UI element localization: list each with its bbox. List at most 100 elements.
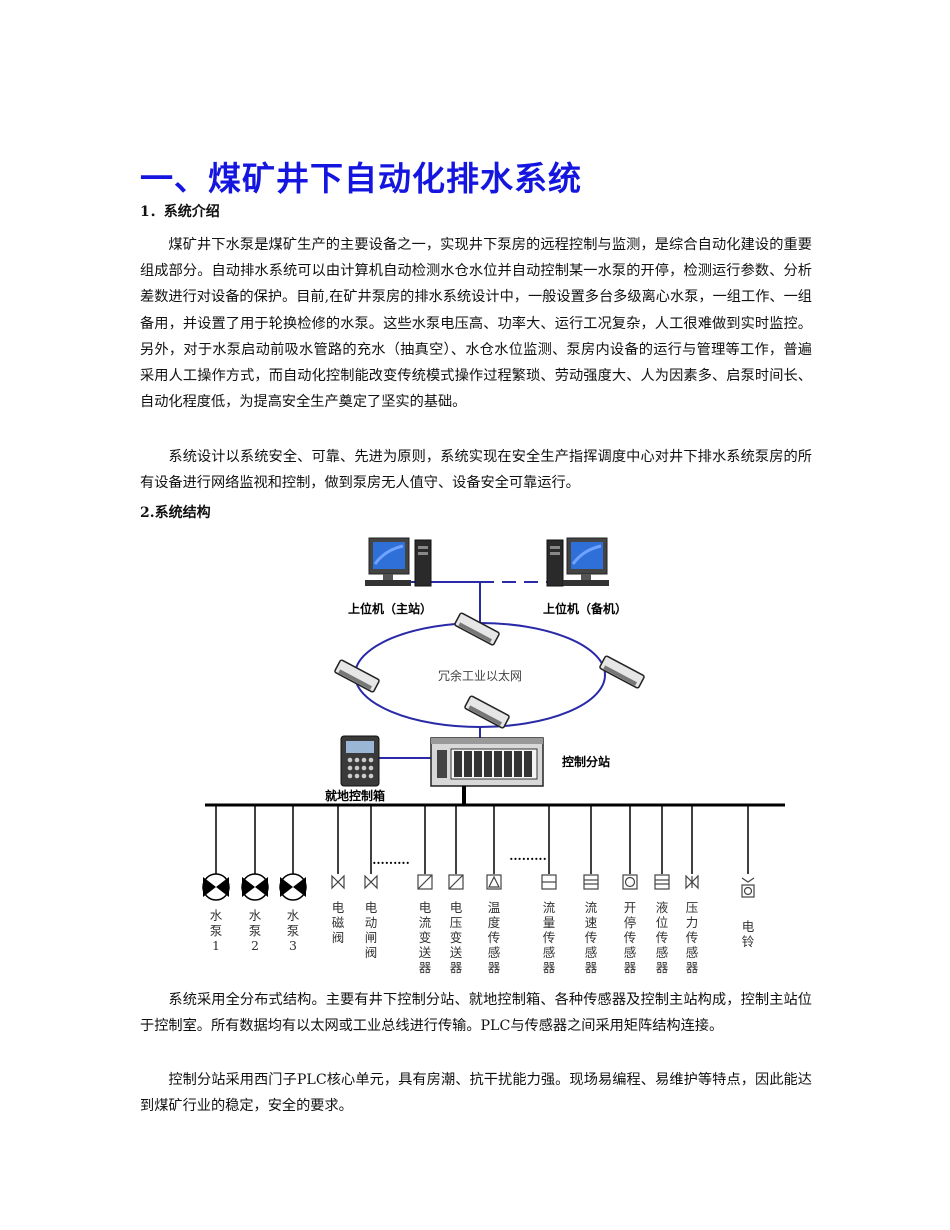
continuation-dots: ········· bbox=[372, 856, 410, 870]
device-label-char: 传 bbox=[585, 930, 598, 945]
device-label: 电磁阀 bbox=[332, 900, 345, 945]
main-host-label: 上位机（主站） bbox=[348, 601, 432, 616]
on-off-sensor-circle bbox=[624, 876, 636, 888]
device-9: 流量传感器 bbox=[541, 806, 557, 975]
device-label-char: 感 bbox=[686, 945, 699, 960]
structure-paragraph-1: 系统采用全分布式结构。主要有井下控制分站、就地控制箱、各种传感器及控制主站构成，… bbox=[140, 992, 812, 1035]
device-label-char: 传 bbox=[488, 930, 501, 945]
device-label-char: 电 bbox=[742, 919, 755, 934]
device-4: 电磁阀 bbox=[331, 806, 345, 945]
device-label: 电流变送器 bbox=[419, 900, 432, 975]
transmitter-icon-slash bbox=[448, 874, 464, 890]
ethernet-switch-left bbox=[334, 659, 380, 693]
device-label-char: 感 bbox=[585, 945, 598, 960]
device-13: 压力传感器 bbox=[685, 806, 699, 975]
device-label-char: 速 bbox=[585, 915, 598, 930]
device-label: 压力传感器 bbox=[686, 900, 699, 975]
device-label-char: 感 bbox=[656, 945, 669, 960]
device-label: 温度传感器 bbox=[488, 900, 501, 975]
device-7: 电压变送器 bbox=[448, 806, 464, 975]
device-label-char: 流 bbox=[585, 900, 598, 915]
device-label-char: 电 bbox=[365, 900, 378, 915]
ethernet-switch-bottom bbox=[464, 695, 510, 729]
pump-icon-fill bbox=[203, 877, 229, 897]
device-label-char: 传 bbox=[543, 930, 556, 945]
device-label-char: 力 bbox=[686, 915, 699, 930]
device-label-char: 开 bbox=[624, 900, 637, 915]
device-label-char: 传 bbox=[656, 930, 669, 945]
valve-icon bbox=[331, 874, 345, 890]
device-label: 电动闸阀 bbox=[365, 900, 378, 960]
section-heading-intro: 1．系统介绍 bbox=[140, 204, 220, 220]
device-label-char: 传 bbox=[624, 930, 637, 945]
device-label-char: 送 bbox=[450, 945, 463, 960]
device-label-char: 变 bbox=[450, 930, 463, 945]
intro-paragraph-2: 系统设计以系统安全、可靠、先进为原则，系统实现在安全生产指挥调度中心对井下排水系… bbox=[140, 449, 812, 492]
device-label-char: 液 bbox=[656, 900, 669, 915]
device-label-char: 感 bbox=[624, 945, 637, 960]
device-label-char: 磁 bbox=[332, 915, 345, 930]
device-label-char: 水 bbox=[249, 908, 262, 923]
device-label-char: 度 bbox=[488, 915, 501, 930]
structure-paragraph-2: 控制分站采用西门子PLC核心单元，具有房潮、抗干扰能力强。现场易编程、易维护等特… bbox=[140, 1072, 812, 1115]
device-11: 开停传感器 bbox=[622, 806, 638, 975]
device-12: 液位传感器 bbox=[654, 806, 670, 975]
pump-icon-fill bbox=[280, 877, 306, 897]
backup-host-label: 上位机（备机） bbox=[543, 601, 627, 616]
device-label: 流速传感器 bbox=[585, 900, 598, 975]
device-label-char: 温 bbox=[488, 900, 501, 915]
temperature-sensor-triangle bbox=[488, 875, 500, 888]
intro-paragraph-1: 煤矿井下水泵是煤矿生产的主要设备之一，实现井下泵房的远程控制与监测，是综合自动化… bbox=[140, 237, 812, 411]
device-label-char: 器 bbox=[585, 960, 598, 975]
device-label-char: 流 bbox=[543, 900, 556, 915]
ethernet-switch-right bbox=[599, 655, 645, 689]
device-label-char: 传 bbox=[686, 930, 699, 945]
device-label-char: 1 bbox=[212, 938, 220, 953]
device-10: 流速传感器 bbox=[583, 806, 599, 975]
device-label-char: 器 bbox=[419, 960, 432, 975]
device-label-char: 动 bbox=[365, 915, 378, 930]
device-8: 温度传感器 bbox=[486, 806, 502, 975]
device-label-char: 泵 bbox=[210, 923, 223, 938]
device-label-char: 电 bbox=[332, 900, 345, 915]
device-label-char: 阀 bbox=[332, 930, 345, 945]
device-label: 液位传感器 bbox=[656, 900, 669, 975]
device-label-char: 水 bbox=[287, 908, 300, 923]
pump-icon-fill bbox=[242, 877, 268, 897]
sensor-icon bbox=[583, 874, 599, 890]
bell-icon bbox=[741, 884, 755, 898]
device-label-char: 器 bbox=[656, 960, 669, 975]
device-label-char: 停 bbox=[624, 915, 637, 930]
device-6: 电流变送器 bbox=[417, 806, 433, 975]
device-label-char: 电 bbox=[419, 900, 432, 915]
device-label-char: 感 bbox=[488, 945, 501, 960]
backup-host-computer bbox=[546, 537, 609, 587]
bell-icon-circle bbox=[743, 886, 753, 896]
device-label-char: 压 bbox=[686, 900, 699, 915]
section-heading-structure: 2.系统结构 bbox=[140, 505, 211, 521]
device-label-char: 量 bbox=[543, 915, 556, 930]
device-label: 开停传感器 bbox=[624, 900, 637, 975]
valve-icon bbox=[364, 874, 378, 890]
device-label-char: 器 bbox=[543, 960, 556, 975]
control-substation-label: 控制分站 bbox=[562, 754, 610, 769]
device-label-char: 器 bbox=[624, 960, 637, 975]
ethernet-switch-top bbox=[454, 612, 500, 646]
device-label-char: 泵 bbox=[287, 923, 300, 938]
device-14: 电铃 bbox=[741, 806, 755, 949]
device-5: 电动闸阀 bbox=[364, 806, 378, 960]
bell-icon-top bbox=[741, 877, 755, 883]
ring-label: 冗余工业以太网 bbox=[438, 668, 522, 683]
transmitter-icon-slash bbox=[417, 874, 433, 890]
device-label-char: 闸 bbox=[365, 930, 378, 945]
device-label-char: 位 bbox=[656, 915, 669, 930]
local-box-label: 就地控制箱 bbox=[325, 788, 385, 803]
device-label: 流量传感器 bbox=[543, 900, 556, 975]
device-label-char: 压 bbox=[450, 915, 463, 930]
